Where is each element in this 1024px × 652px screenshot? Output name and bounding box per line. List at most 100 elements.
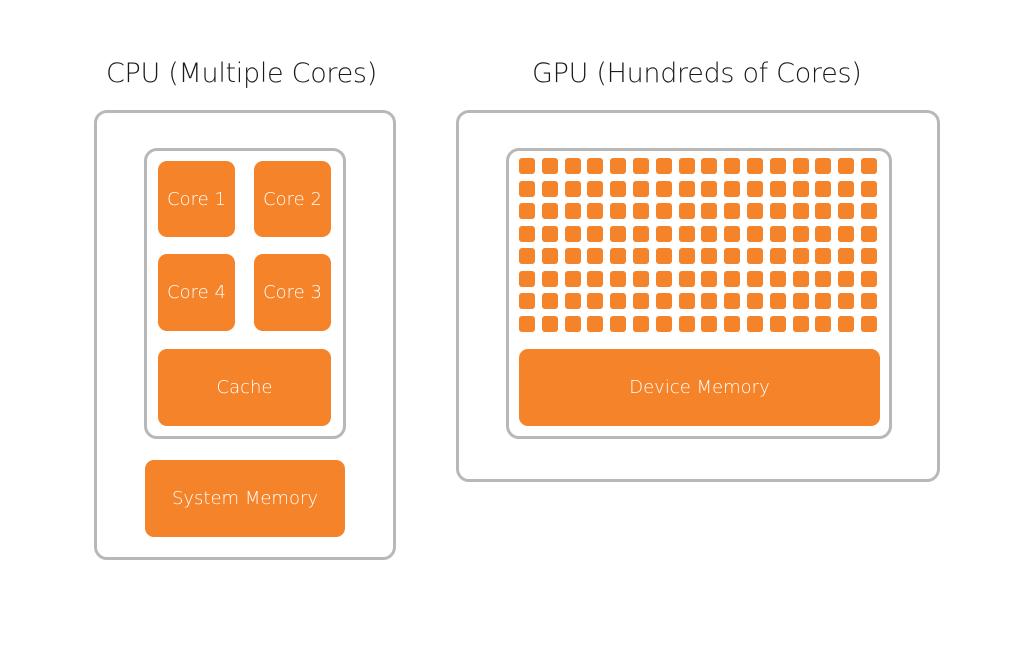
gpu-core-cell <box>724 225 741 242</box>
gpu-core-cell <box>610 270 627 287</box>
gpu-core-cell <box>747 248 763 264</box>
gpu-core-cell <box>815 270 832 287</box>
gpu-core-cell <box>610 248 627 264</box>
gpu-core-cell <box>519 203 535 219</box>
gpu-core-cell <box>769 203 786 219</box>
gpu-core-cell <box>838 293 855 309</box>
gpu-core-cell <box>861 293 877 309</box>
gpu-core-cell <box>587 180 604 197</box>
cpu-cache-block: Cache <box>158 349 331 426</box>
gpu-core-cell <box>838 180 855 197</box>
gpu-core-cell <box>541 225 558 242</box>
cpu-core-block: Core 1 <box>158 161 235 237</box>
gpu-core-cell <box>815 203 832 219</box>
gpu-core-cell <box>792 180 809 197</box>
gpu-core-cell <box>861 248 877 264</box>
gpu-core-cell <box>861 225 877 242</box>
gpu-core-cell <box>724 293 741 309</box>
gpu-core-cell <box>701 158 718 174</box>
gpu-core-cell <box>792 225 809 242</box>
gpu-core-cell <box>724 158 741 174</box>
gpu-core-cell <box>519 158 535 174</box>
gpu-core-cell <box>861 180 877 197</box>
gpu-core-cell <box>564 248 581 264</box>
gpu-core-cell <box>838 203 855 219</box>
gpu-core-cell <box>541 293 558 309</box>
gpu-core-cell <box>633 270 649 287</box>
gpu-title: GPU (Hundreds of Cores) <box>532 58 862 89</box>
gpu-core-cell <box>701 203 718 219</box>
gpu-core-cell <box>769 248 786 264</box>
gpu-core-cell <box>564 158 581 174</box>
gpu-core-cell <box>587 293 604 309</box>
gpu-core-cell <box>815 180 832 197</box>
gpu-core-cell <box>701 315 718 332</box>
gpu-core-cell <box>564 225 581 242</box>
gpu-core-cell <box>633 180 649 197</box>
gpu-core-cell <box>519 270 535 287</box>
gpu-core-cell <box>724 315 741 332</box>
gpu-core-cell <box>564 315 581 332</box>
gpu-core-cell <box>587 270 604 287</box>
gpu-core-cell <box>769 315 786 332</box>
gpu-core-cell <box>678 158 695 174</box>
gpu-core-cell <box>633 248 649 264</box>
gpu-core-cell <box>792 248 809 264</box>
gpu-core-cell <box>769 225 786 242</box>
gpu-core-cell <box>564 203 581 219</box>
gpu-core-cell <box>564 270 581 287</box>
gpu-core-cell <box>610 180 627 197</box>
gpu-core-cell <box>519 248 535 264</box>
gpu-core-cell <box>815 158 832 174</box>
gpu-core-cell <box>678 203 695 219</box>
gpu-core-cell <box>587 315 604 332</box>
gpu-core-cell <box>724 270 741 287</box>
gpu-core-cell <box>815 248 832 264</box>
gpu-core-cell <box>541 270 558 287</box>
gpu-core-cell <box>769 293 786 309</box>
gpu-core-cell <box>838 225 855 242</box>
gpu-core-cell <box>610 315 627 332</box>
gpu-core-cell <box>747 315 763 332</box>
gpu-core-grid <box>519 158 879 332</box>
gpu-core-cell <box>610 293 627 309</box>
gpu-core-cell <box>724 203 741 219</box>
gpu-core-cell <box>678 248 695 264</box>
gpu-core-cell <box>541 248 558 264</box>
gpu-core-cell <box>678 225 695 242</box>
gpu-core-cell <box>769 158 786 174</box>
gpu-core-cell <box>792 293 809 309</box>
gpu-core-cell <box>587 158 604 174</box>
gpu-core-cell <box>519 180 535 197</box>
gpu-core-cell <box>633 315 649 332</box>
gpu-core-cell <box>519 225 535 242</box>
gpu-core-cell <box>838 270 855 287</box>
device-memory-block: Device Memory <box>519 349 880 426</box>
gpu-core-cell <box>564 293 581 309</box>
gpu-core-cell <box>655 248 672 264</box>
gpu-core-cell <box>519 293 535 309</box>
gpu-core-cell <box>747 225 763 242</box>
gpu-core-cell <box>815 293 832 309</box>
gpu-core-cell <box>701 270 718 287</box>
gpu-core-cell <box>519 315 535 332</box>
gpu-core-cell <box>747 293 763 309</box>
gpu-core-cell <box>610 203 627 219</box>
gpu-core-cell <box>838 315 855 332</box>
gpu-core-cell <box>701 293 718 309</box>
gpu-core-cell <box>655 203 672 219</box>
gpu-core-cell <box>633 225 649 242</box>
cpu-core-block: Core 4 <box>158 254 235 331</box>
gpu-core-cell <box>724 248 741 264</box>
gpu-core-cell <box>792 270 809 287</box>
gpu-core-cell <box>724 180 741 197</box>
gpu-core-cell <box>838 248 855 264</box>
gpu-core-cell <box>633 158 649 174</box>
gpu-core-cell <box>861 270 877 287</box>
gpu-core-cell <box>747 180 763 197</box>
gpu-core-cell <box>678 180 695 197</box>
gpu-core-cell <box>655 293 672 309</box>
gpu-core-cell <box>701 180 718 197</box>
gpu-core-cell <box>610 225 627 242</box>
